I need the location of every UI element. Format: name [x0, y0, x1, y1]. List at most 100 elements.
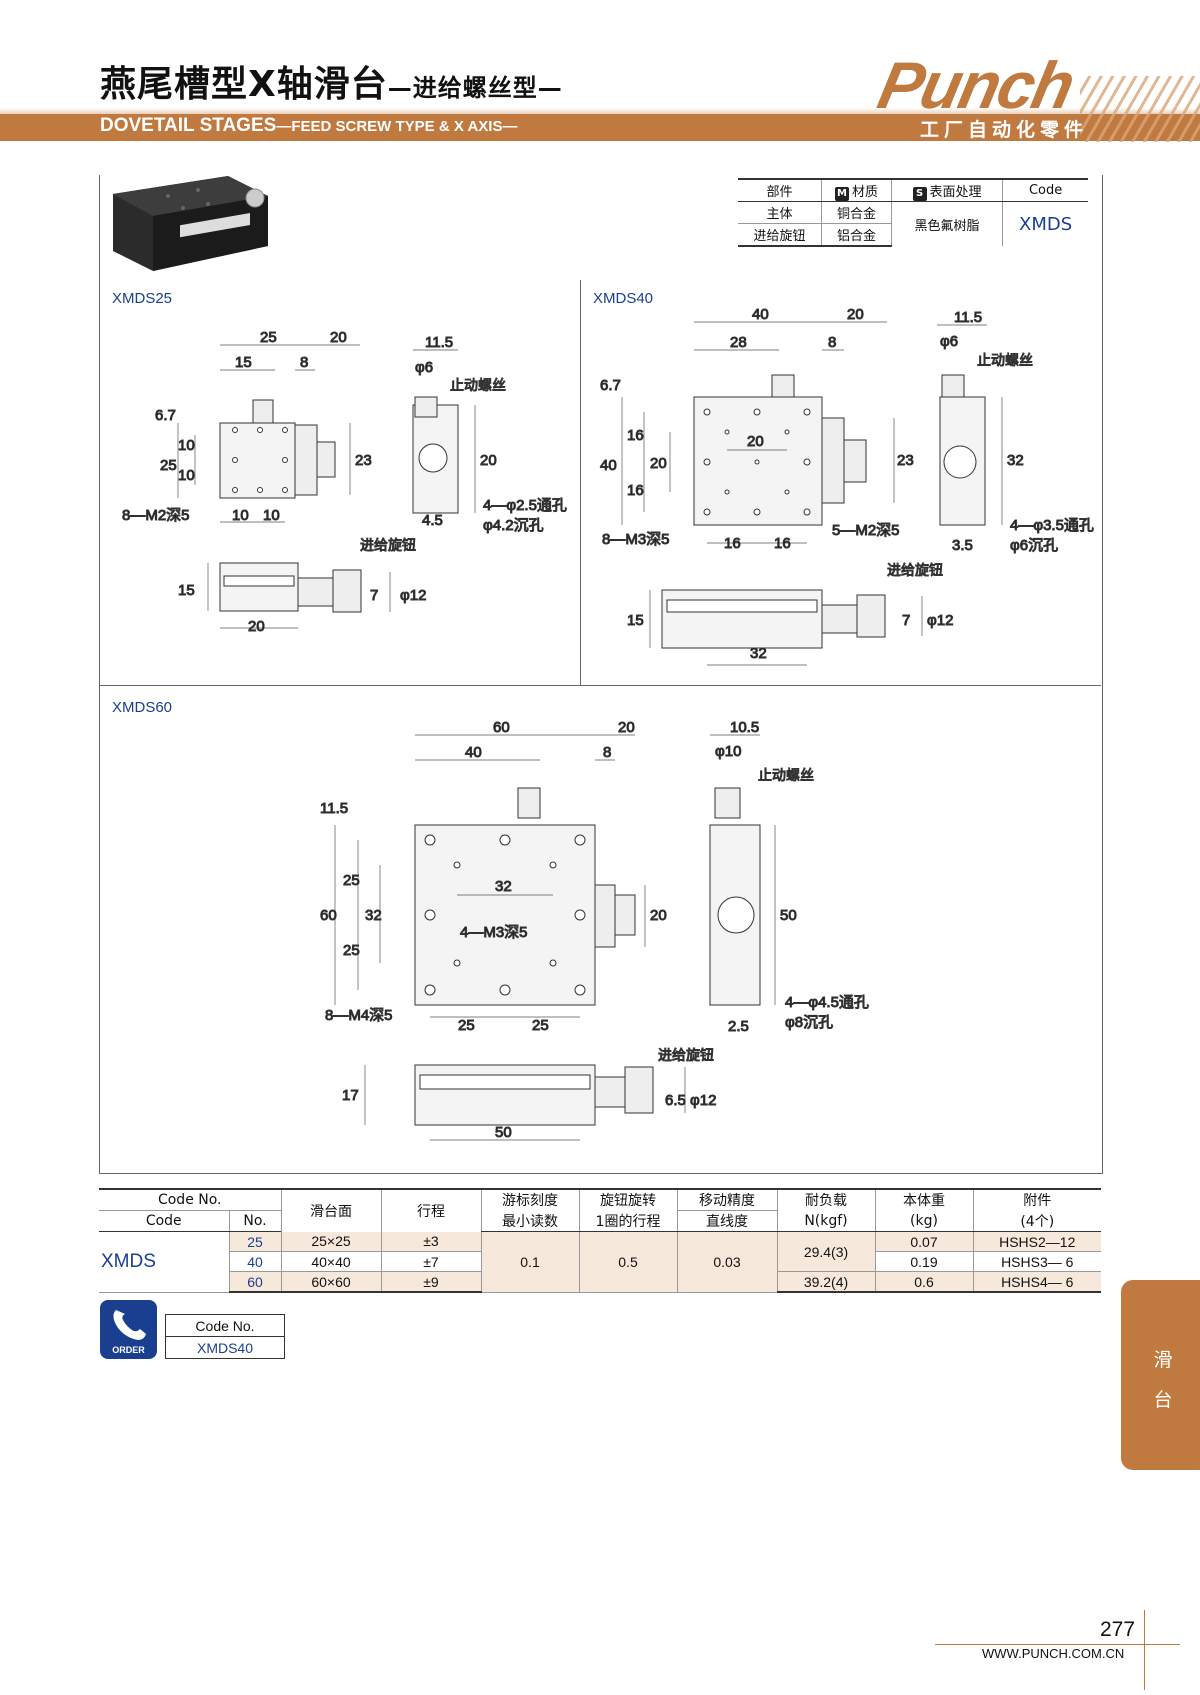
page-number: 277 [1100, 1618, 1136, 1641]
dim-text: 23 [355, 452, 372, 469]
note-text: 4—φ2.5通孔 [483, 497, 567, 514]
note-text: 8—M2深5 [122, 507, 190, 524]
frame-divider-vertical [580, 280, 581, 685]
order-example-table: Code No. XMDS40 [165, 1314, 285, 1359]
note-text: φ8沉孔 [785, 1014, 833, 1031]
note-text: 5—M2深5 [832, 522, 900, 539]
spec-header-code: Code [1002, 178, 1088, 202]
dim-text: 20 [248, 618, 265, 635]
brand-tagline: 工厂自动化零件 [920, 119, 1089, 141]
no-value: 25 [228, 1231, 281, 1252]
dim-text: φ10 [715, 743, 741, 760]
note-text: 止动螺丝 [450, 378, 506, 394]
header-accessory: 附件 [972, 1188, 1101, 1211]
dim-text: 8 [828, 334, 836, 351]
spec-header-material-label: 材质 [851, 184, 878, 200]
accuracy-value: 0.03 [676, 1231, 777, 1293]
footer-url: WWW.PUNCH.COM.CN [982, 1646, 1125, 1661]
dim-text: 6.5 [665, 1092, 686, 1109]
note-text: φ4.2沉孔 [483, 517, 544, 534]
spec-surface: 黑色氟树脂 [890, 201, 1003, 246]
dim-text: 50 [780, 907, 797, 924]
order-header: Code No. [165, 1314, 285, 1337]
note-text: 4—φ4.5通孔 [785, 994, 869, 1011]
note-text: 4—M3深5 [460, 924, 528, 941]
dim-text: 20 [650, 455, 667, 472]
dim-text: 3.5 [952, 537, 973, 554]
code-value: XMDS [99, 1231, 229, 1293]
header-vernier-sub: 最小读数 [480, 1210, 579, 1232]
dim-text: 7 [370, 587, 378, 604]
dim-text: 20 [618, 719, 635, 736]
footer-vline [1144, 1610, 1145, 1690]
spec-part: 进给旋钮 [738, 223, 822, 247]
dim-text: 20 [480, 452, 497, 469]
table-row: XMDS 25 25×25 ±3 0.1 0.5 0.03 29.4(3) 0.… [99, 1231, 1101, 1293]
title-cn-main: 燕尾槽型X轴滑台 [100, 64, 388, 105]
header-load-sub: N(kgf) [776, 1210, 875, 1232]
dim-text: 2.5 [728, 1018, 749, 1035]
header-accuracy-sub: 直线度 [676, 1210, 777, 1232]
dim-text: 40 [752, 306, 769, 323]
header-stroke: 行程 [380, 1188, 481, 1232]
dim-text: φ6 [415, 359, 433, 376]
order-value: XMDS40 [165, 1336, 285, 1359]
dim-text: 6.7 [155, 407, 176, 424]
header-knob: 旋钮旋转 [578, 1188, 677, 1211]
note-text: 进给旋钮 [887, 563, 943, 579]
dim-text: 4.5 [422, 512, 443, 529]
header-code: Code [99, 1210, 229, 1232]
dim-text: 15 [627, 612, 644, 629]
dim-text: 25 [343, 942, 360, 959]
dim-text: 20 [650, 907, 667, 924]
dim-text: φ12 [927, 612, 953, 629]
dim-text: 16 [627, 427, 644, 444]
weight-value: 0.07 [874, 1231, 973, 1252]
dim-text: 23 [897, 452, 914, 469]
note-text: 8—M4深5 [325, 1007, 393, 1024]
header-band [0, 114, 1200, 141]
dim-text: 20 [747, 433, 764, 450]
dim-text: 10 [178, 437, 195, 454]
dim-text: 40 [600, 457, 617, 474]
accessory-value: HSHS4— 6 [972, 1271, 1101, 1293]
spec-material: 铝合金 [820, 223, 892, 247]
header-band-fade [0, 108, 1200, 114]
side-tab-char: 滑 [1153, 1349, 1173, 1371]
dim-text: 10 [263, 507, 280, 524]
header-load: 耐负载 [776, 1188, 875, 1211]
surface-value: 40×40 [280, 1251, 381, 1272]
stroke-value: ±9 [380, 1271, 481, 1293]
header-accessory-sub: (4个) [972, 1210, 1101, 1232]
dim-text: 6.7 [600, 377, 621, 394]
spec-part: 主体 [738, 201, 822, 224]
dim-text: 32 [1007, 452, 1024, 469]
dim-text: 32 [495, 878, 512, 895]
dim-text: 16 [724, 535, 741, 552]
order-label: ORDER [112, 1345, 145, 1355]
surface-value: 25×25 [280, 1231, 381, 1252]
dim-text: 50 [495, 1124, 512, 1141]
dim-text: 25 [458, 1017, 475, 1034]
drawing-xmds25: 25 20 15 8 11.5 φ6 6.7 10 25 10 23 20 10… [122, 329, 568, 636]
title-cn-sub: —进给螺丝型— [387, 74, 563, 102]
note-text: 进给旋钮 [658, 1048, 714, 1064]
no-value: 60 [228, 1271, 281, 1293]
no-value: 40 [228, 1251, 281, 1272]
order-phone-icon [100, 1300, 157, 1359]
accessory-value: HSHS3— 6 [972, 1251, 1101, 1272]
dim-text: 32 [365, 907, 382, 924]
material-tag-icon: M [834, 186, 849, 201]
brand-logo: Punch [872, 48, 1080, 122]
dim-text: 28 [730, 334, 747, 351]
dim-text: 16 [627, 482, 644, 499]
dim-text: 11.5 [320, 800, 348, 817]
note-text: 止动螺丝 [977, 353, 1033, 369]
product-photo [113, 176, 268, 271]
dim-text: 8 [300, 354, 308, 371]
note-text: 止动螺丝 [758, 768, 814, 784]
side-tab[interactable] [1121, 1280, 1200, 1470]
dim-text: φ6 [940, 333, 958, 350]
